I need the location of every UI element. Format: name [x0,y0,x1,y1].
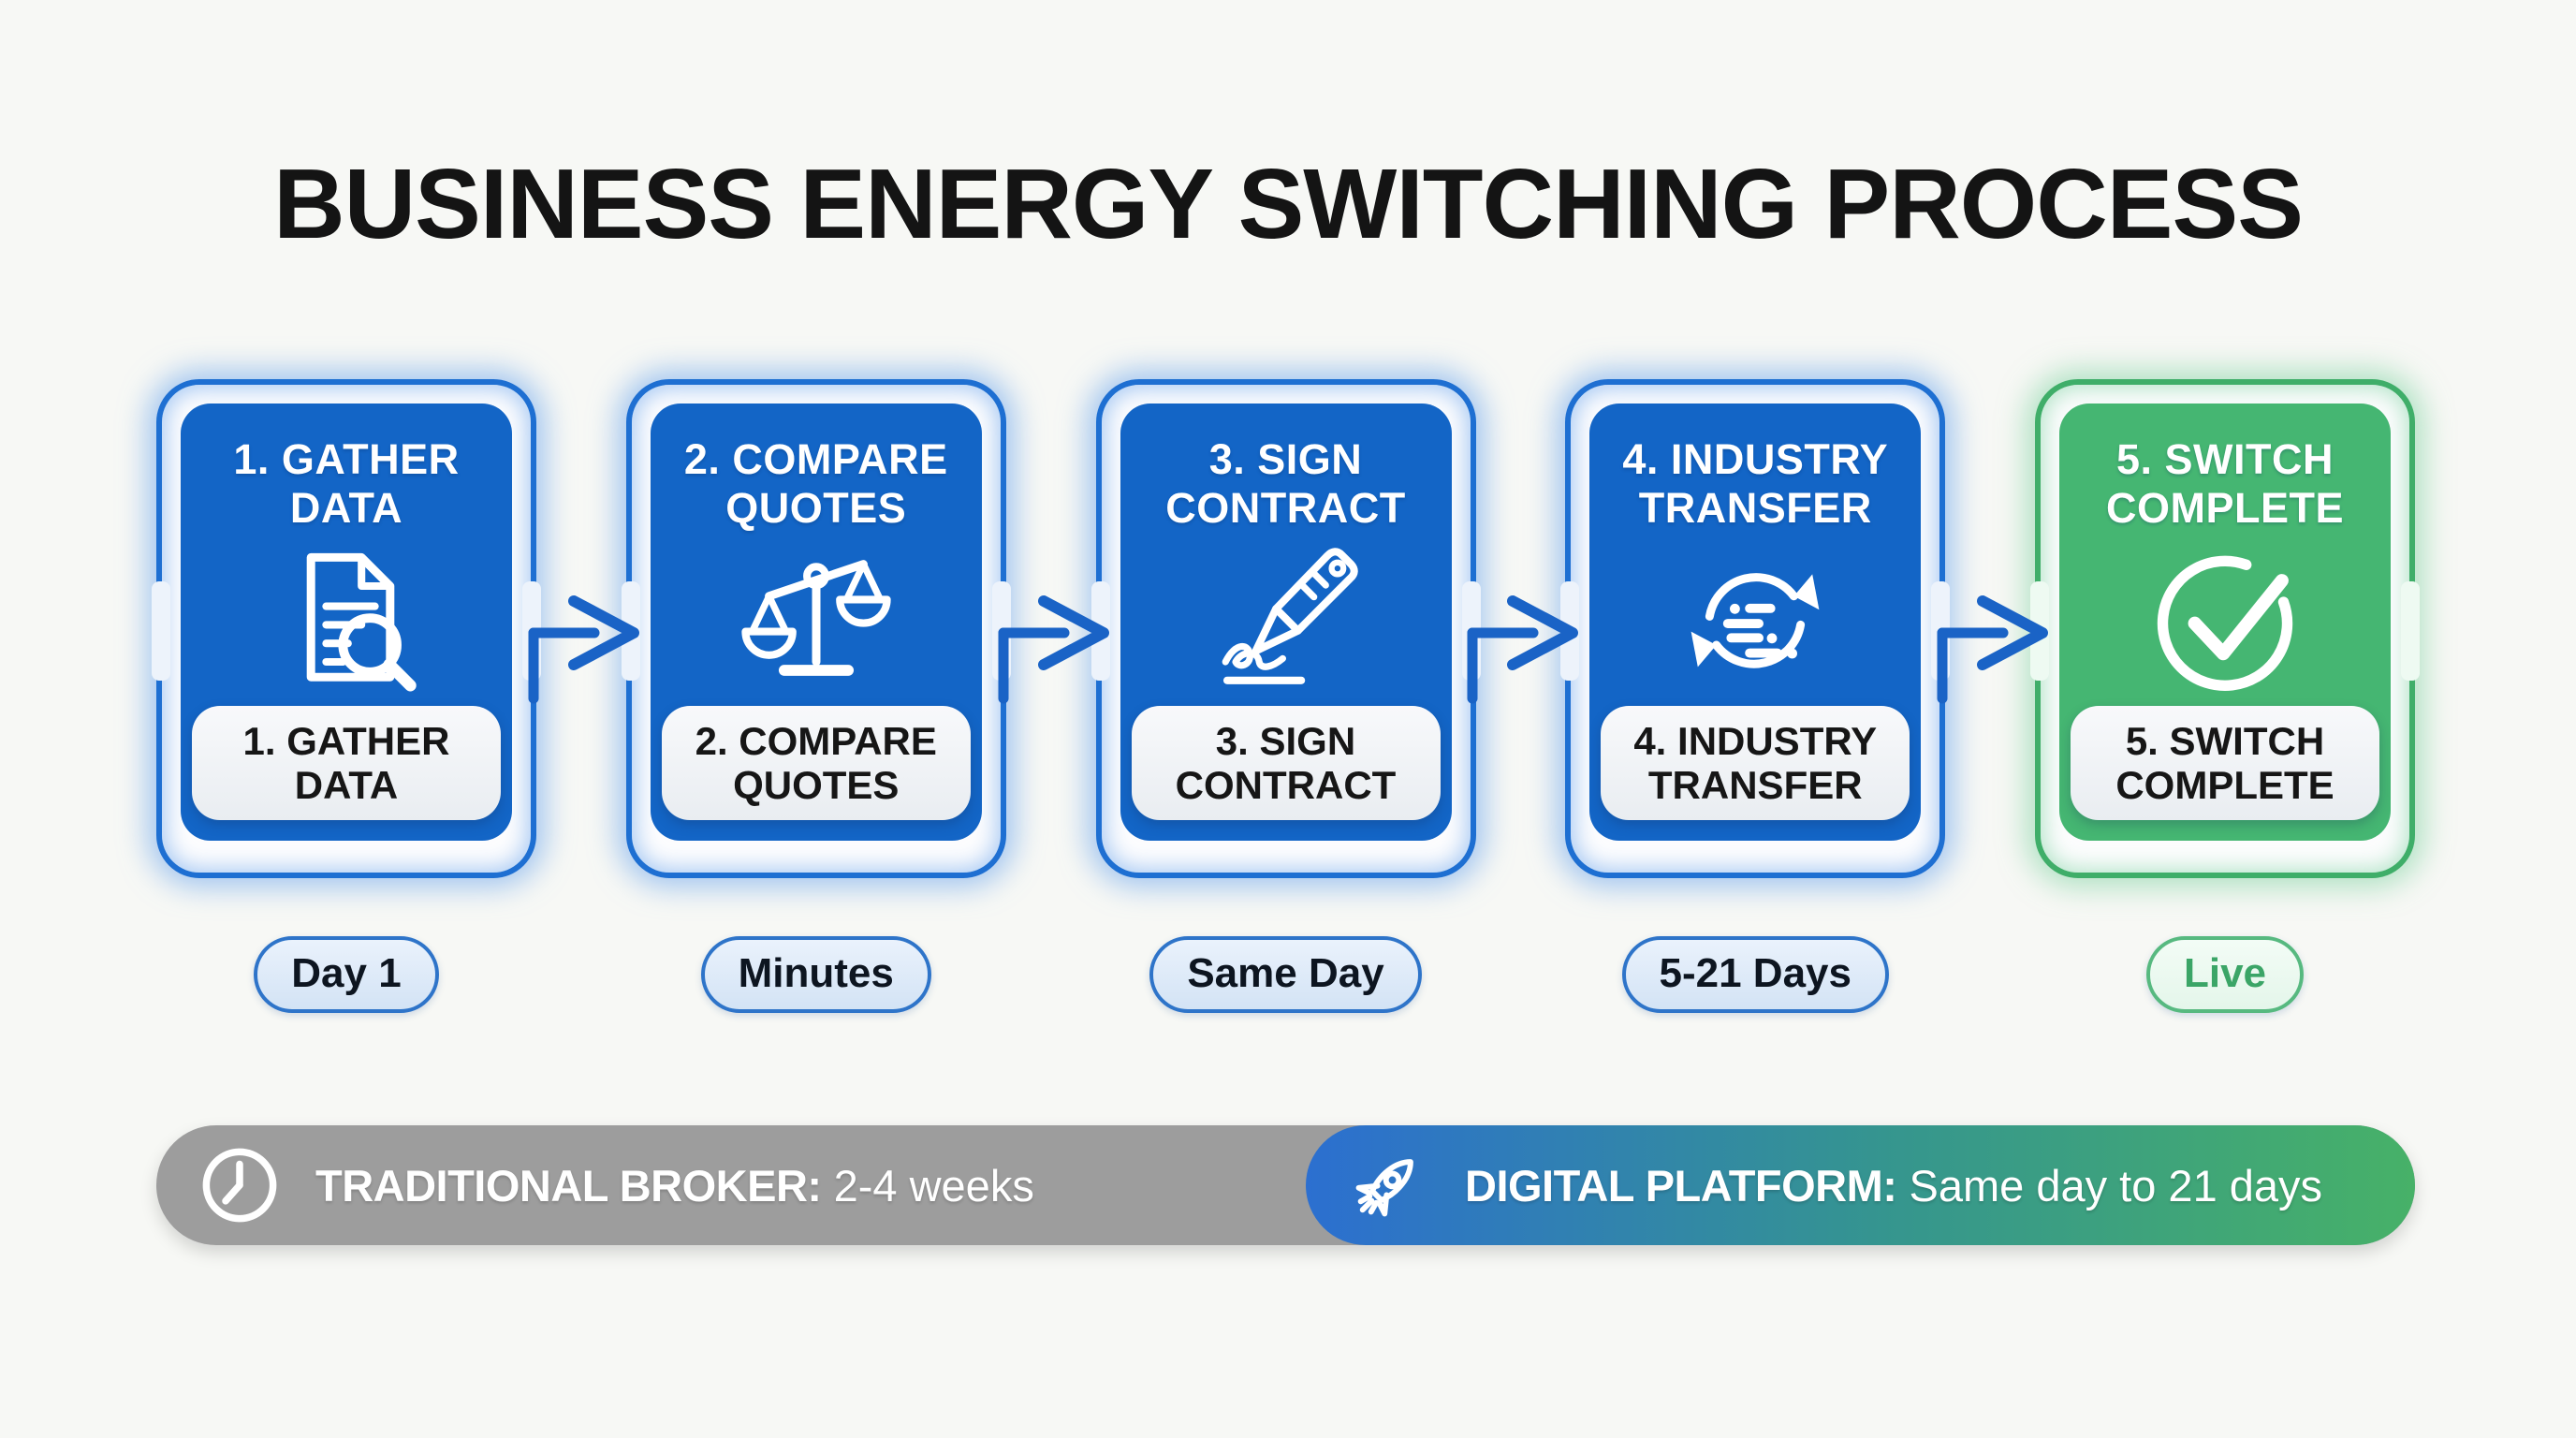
timing-badges: Day 1 Minutes Same Day 5-21 Days Live [156,936,2415,1013]
balance-scale-icon [732,533,900,706]
step-label-pill: 4. INDUSTRY TRANSFER [1601,705,1910,820]
timing-badge-day1: Day 1 [254,936,439,1013]
step-card-industry-transfer: 4. INDUSTRY TRANSFER [1560,379,1951,878]
step-title: 1. GATHER DATA [233,435,460,533]
step-title: 2. COMPARE QUOTES [683,435,948,533]
step-label-pill: 1. GATHER DATA [192,705,501,820]
process-steps: 1. GATHER DATA 1. GATHER DATA [152,379,2420,878]
flow-arrow-2 [998,595,1109,704]
digital-platform-segment: DIGITAL PLATFORM: Same day to 21 days [1306,1125,2415,1245]
step-card-gather-data: 1. GATHER DATA 1. GATHER DATA [152,379,541,878]
timing-badge-minutes: Minutes [700,936,931,1013]
step-card-compare-quotes: 2. COMPARE QUOTES 2. COMPARE QUOTES [621,379,1011,878]
traditional-broker-label: TRADITIONAL BROKER: [315,1160,822,1211]
step-card-switch-complete: 5. SWITCH COMPLETE 5. SWITCH COMPLETE [2030,379,2420,878]
timing-badge-same-day: Same Day [1149,936,1422,1013]
digital-platform-label: DIGITAL PLATFORM: [1465,1160,1897,1211]
traditional-broker-value: 2-4 weeks [833,1160,1034,1211]
pen-signature-icon [1202,533,1370,706]
digital-platform-value: Same day to 21 days [1909,1160,2323,1211]
check-circle-icon [2136,533,2314,706]
step-label-pill: 2. COMPARE QUOTES [661,705,971,820]
page-title: BUSINESS ENERGY SWITCHING PROCESS [273,149,2304,259]
clock-icon [202,1148,277,1223]
step-label-pill: 3. SIGN CONTRACT [1131,705,1441,820]
sync-arrows-icon [1671,533,1839,706]
flow-arrow-1 [528,595,639,704]
timing-badge-live: Live [2145,936,2305,1013]
timing-badge-5-21-days: 5-21 Days [1621,936,1889,1013]
traditional-broker-segment: TRADITIONAL BROKER: 2-4 weeks [156,1125,1306,1245]
rocket-icon [1355,1159,1413,1217]
step-card-sign-contract: 3. SIGN CONTRACT 3. SIGN CONTRACT [1090,379,1481,878]
flow-arrow-4 [1937,595,2048,704]
step-title: 4. INDUSTRY TRANSFER [1622,435,1889,533]
document-search-icon [262,533,431,706]
step-label-pill: 5. SWITCH COMPLETE [2071,705,2379,820]
step-title: 5. SWITCH COMPLETE [2105,435,2344,533]
step-title: 3. SIGN CONTRACT [1165,435,1406,533]
comparison-bar: TRADITIONAL BROKER: 2-4 weeks DIGITAL PL… [156,1125,2415,1245]
flow-arrow-3 [1467,595,1578,704]
